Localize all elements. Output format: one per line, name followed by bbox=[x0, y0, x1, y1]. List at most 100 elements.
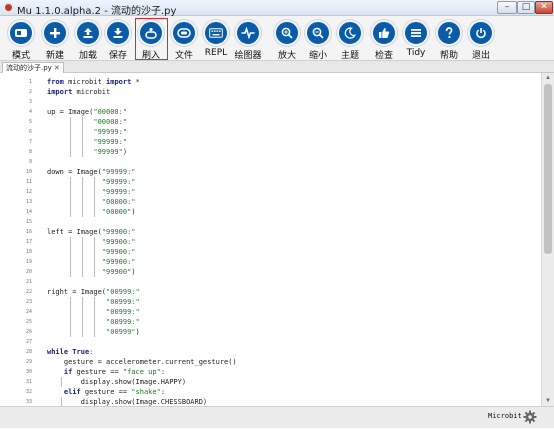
toolbar: 模式 新建 加载 保存 刷入 文件 REPL bbox=[0, 16, 554, 61]
keyboard-icon bbox=[203, 20, 229, 46]
line-number: 17 bbox=[25, 239, 32, 245]
upload-icon bbox=[75, 20, 101, 46]
code-line: 23 "00999:" bbox=[0, 297, 541, 307]
line-number: 2 bbox=[28, 89, 32, 95]
tab-label: 流动的沙子.py bbox=[6, 64, 52, 72]
code-line: 18 "99900:" bbox=[0, 247, 541, 257]
help-button[interactable]: 帮助 bbox=[433, 19, 465, 61]
vertical-scrollbar[interactable]: ▲ ▼ bbox=[541, 73, 554, 406]
plotter-button[interactable]: 绘图器 bbox=[232, 19, 264, 61]
quit-button[interactable]: 退出 bbox=[465, 19, 497, 61]
line-number: 7 bbox=[28, 139, 32, 145]
code-text: "99999:" bbox=[101, 178, 136, 186]
mode-icon bbox=[8, 20, 34, 46]
code-text: "00999:" bbox=[106, 308, 140, 316]
scrollbar-thumb[interactable] bbox=[544, 84, 552, 254]
moon-icon bbox=[337, 20, 363, 46]
code-line: 31 display.show(Image.HAPPY) bbox=[0, 377, 541, 387]
indent-guide bbox=[70, 237, 71, 277]
indent-guide bbox=[70, 177, 71, 217]
status-bar: Microbit bbox=[0, 406, 554, 428]
quit-label: 退出 bbox=[471, 51, 490, 61]
help-icon bbox=[436, 20, 462, 46]
files-button[interactable]: 文件 bbox=[168, 19, 200, 61]
plotter-label: 绘图器 bbox=[234, 51, 262, 61]
indent-guide bbox=[94, 237, 95, 277]
current-mode-label: Microbit bbox=[488, 412, 522, 420]
code-line: 33 display.show(Image.CHESSBOARD) bbox=[0, 397, 541, 406]
line-number: 15 bbox=[25, 219, 32, 225]
indent-guide bbox=[82, 297, 83, 337]
gear-icon[interactable] bbox=[523, 410, 537, 424]
repl-label: REPL bbox=[204, 48, 228, 58]
code-text: "99900") bbox=[101, 268, 136, 276]
load-button[interactable]: 加载 bbox=[72, 19, 104, 61]
line-number: 18 bbox=[25, 249, 32, 255]
line-number-gutter bbox=[0, 73, 38, 406]
close-button[interactable]: ✕ bbox=[535, 1, 553, 14]
zoom-in-button[interactable]: 放大 bbox=[271, 19, 303, 61]
theme-label: 主题 bbox=[340, 51, 359, 61]
line-number: 3 bbox=[28, 99, 32, 105]
code-line: 21 bbox=[0, 277, 541, 287]
save-label: 保存 bbox=[108, 51, 127, 61]
check-label: 检查 bbox=[374, 51, 393, 61]
code-line: 15 bbox=[0, 217, 541, 227]
line-number: 14 bbox=[25, 209, 32, 215]
code-text: display.show(Image.HAPPY) bbox=[47, 378, 187, 386]
scroll-down-icon[interactable]: ▼ bbox=[545, 398, 551, 404]
code-text: "99900:" bbox=[101, 248, 136, 256]
tab-file[interactable]: 流动的沙子.py✕ bbox=[2, 62, 64, 73]
tab-close-icon[interactable]: ✕ bbox=[53, 64, 60, 72]
indent-guide bbox=[61, 377, 62, 387]
code-text: "99900:" bbox=[101, 238, 136, 246]
line-number: 26 bbox=[25, 329, 32, 335]
line-number: 27 bbox=[25, 339, 32, 345]
flash-button-highlight bbox=[135, 18, 168, 60]
zoom-out-button[interactable]: 缩小 bbox=[302, 19, 334, 61]
save-button[interactable]: 保存 bbox=[102, 19, 134, 61]
new-button[interactable]: 新建 bbox=[39, 19, 71, 61]
window-title: Mu 1.1.0.alpha.2 - 流动的沙子.py bbox=[17, 6, 177, 17]
line-number: 22 bbox=[25, 289, 32, 295]
minimize-button[interactable]: – bbox=[497, 1, 517, 14]
indent-guide bbox=[70, 297, 71, 337]
new-label: 新建 bbox=[45, 51, 64, 61]
flash-button[interactable]: 刷入 bbox=[135, 19, 167, 61]
check-button[interactable]: 检查 bbox=[368, 19, 400, 61]
maximize-button[interactable]: □ bbox=[517, 1, 535, 14]
code-line: 27 bbox=[0, 337, 541, 347]
line-number: 4 bbox=[28, 109, 32, 115]
line-number: 9 bbox=[28, 159, 32, 165]
files-icon bbox=[171, 20, 197, 46]
line-number: 11 bbox=[25, 179, 32, 185]
line-number: 32 bbox=[25, 389, 32, 395]
mode-label: 模式 bbox=[11, 51, 30, 61]
mode-button[interactable]: 模式 bbox=[5, 19, 37, 61]
plus-icon bbox=[42, 20, 68, 46]
line-number: 24 bbox=[25, 309, 32, 315]
line-number: 5 bbox=[28, 119, 32, 125]
line-number: 16 bbox=[25, 229, 32, 235]
repl-button[interactable]: REPL bbox=[200, 19, 232, 61]
code-text: from microbit import * bbox=[47, 78, 140, 86]
code-line: 9 bbox=[0, 157, 541, 167]
line-number: 13 bbox=[25, 199, 32, 205]
line-number: 25 bbox=[25, 319, 32, 325]
code-line: 12 "99999:" bbox=[0, 187, 541, 197]
theme-button[interactable]: 主题 bbox=[334, 19, 366, 61]
code-line: 26 "00999") bbox=[0, 327, 541, 337]
code-line: 6 "99999:" bbox=[0, 127, 541, 137]
code-text: "00999:" bbox=[106, 318, 140, 326]
code-text: "00000:" bbox=[93, 118, 128, 126]
tidy-button[interactable]: Tidy bbox=[400, 19, 432, 61]
tidy-icon bbox=[403, 20, 429, 46]
scroll-up-icon[interactable]: ▲ bbox=[545, 75, 551, 81]
load-label: 加载 bbox=[78, 51, 97, 61]
title-bar: Mu 1.1.0.alpha.2 - 流动的沙子.py – □ ✕ bbox=[0, 0, 554, 17]
code-line: 19 "99900:" bbox=[0, 257, 541, 267]
